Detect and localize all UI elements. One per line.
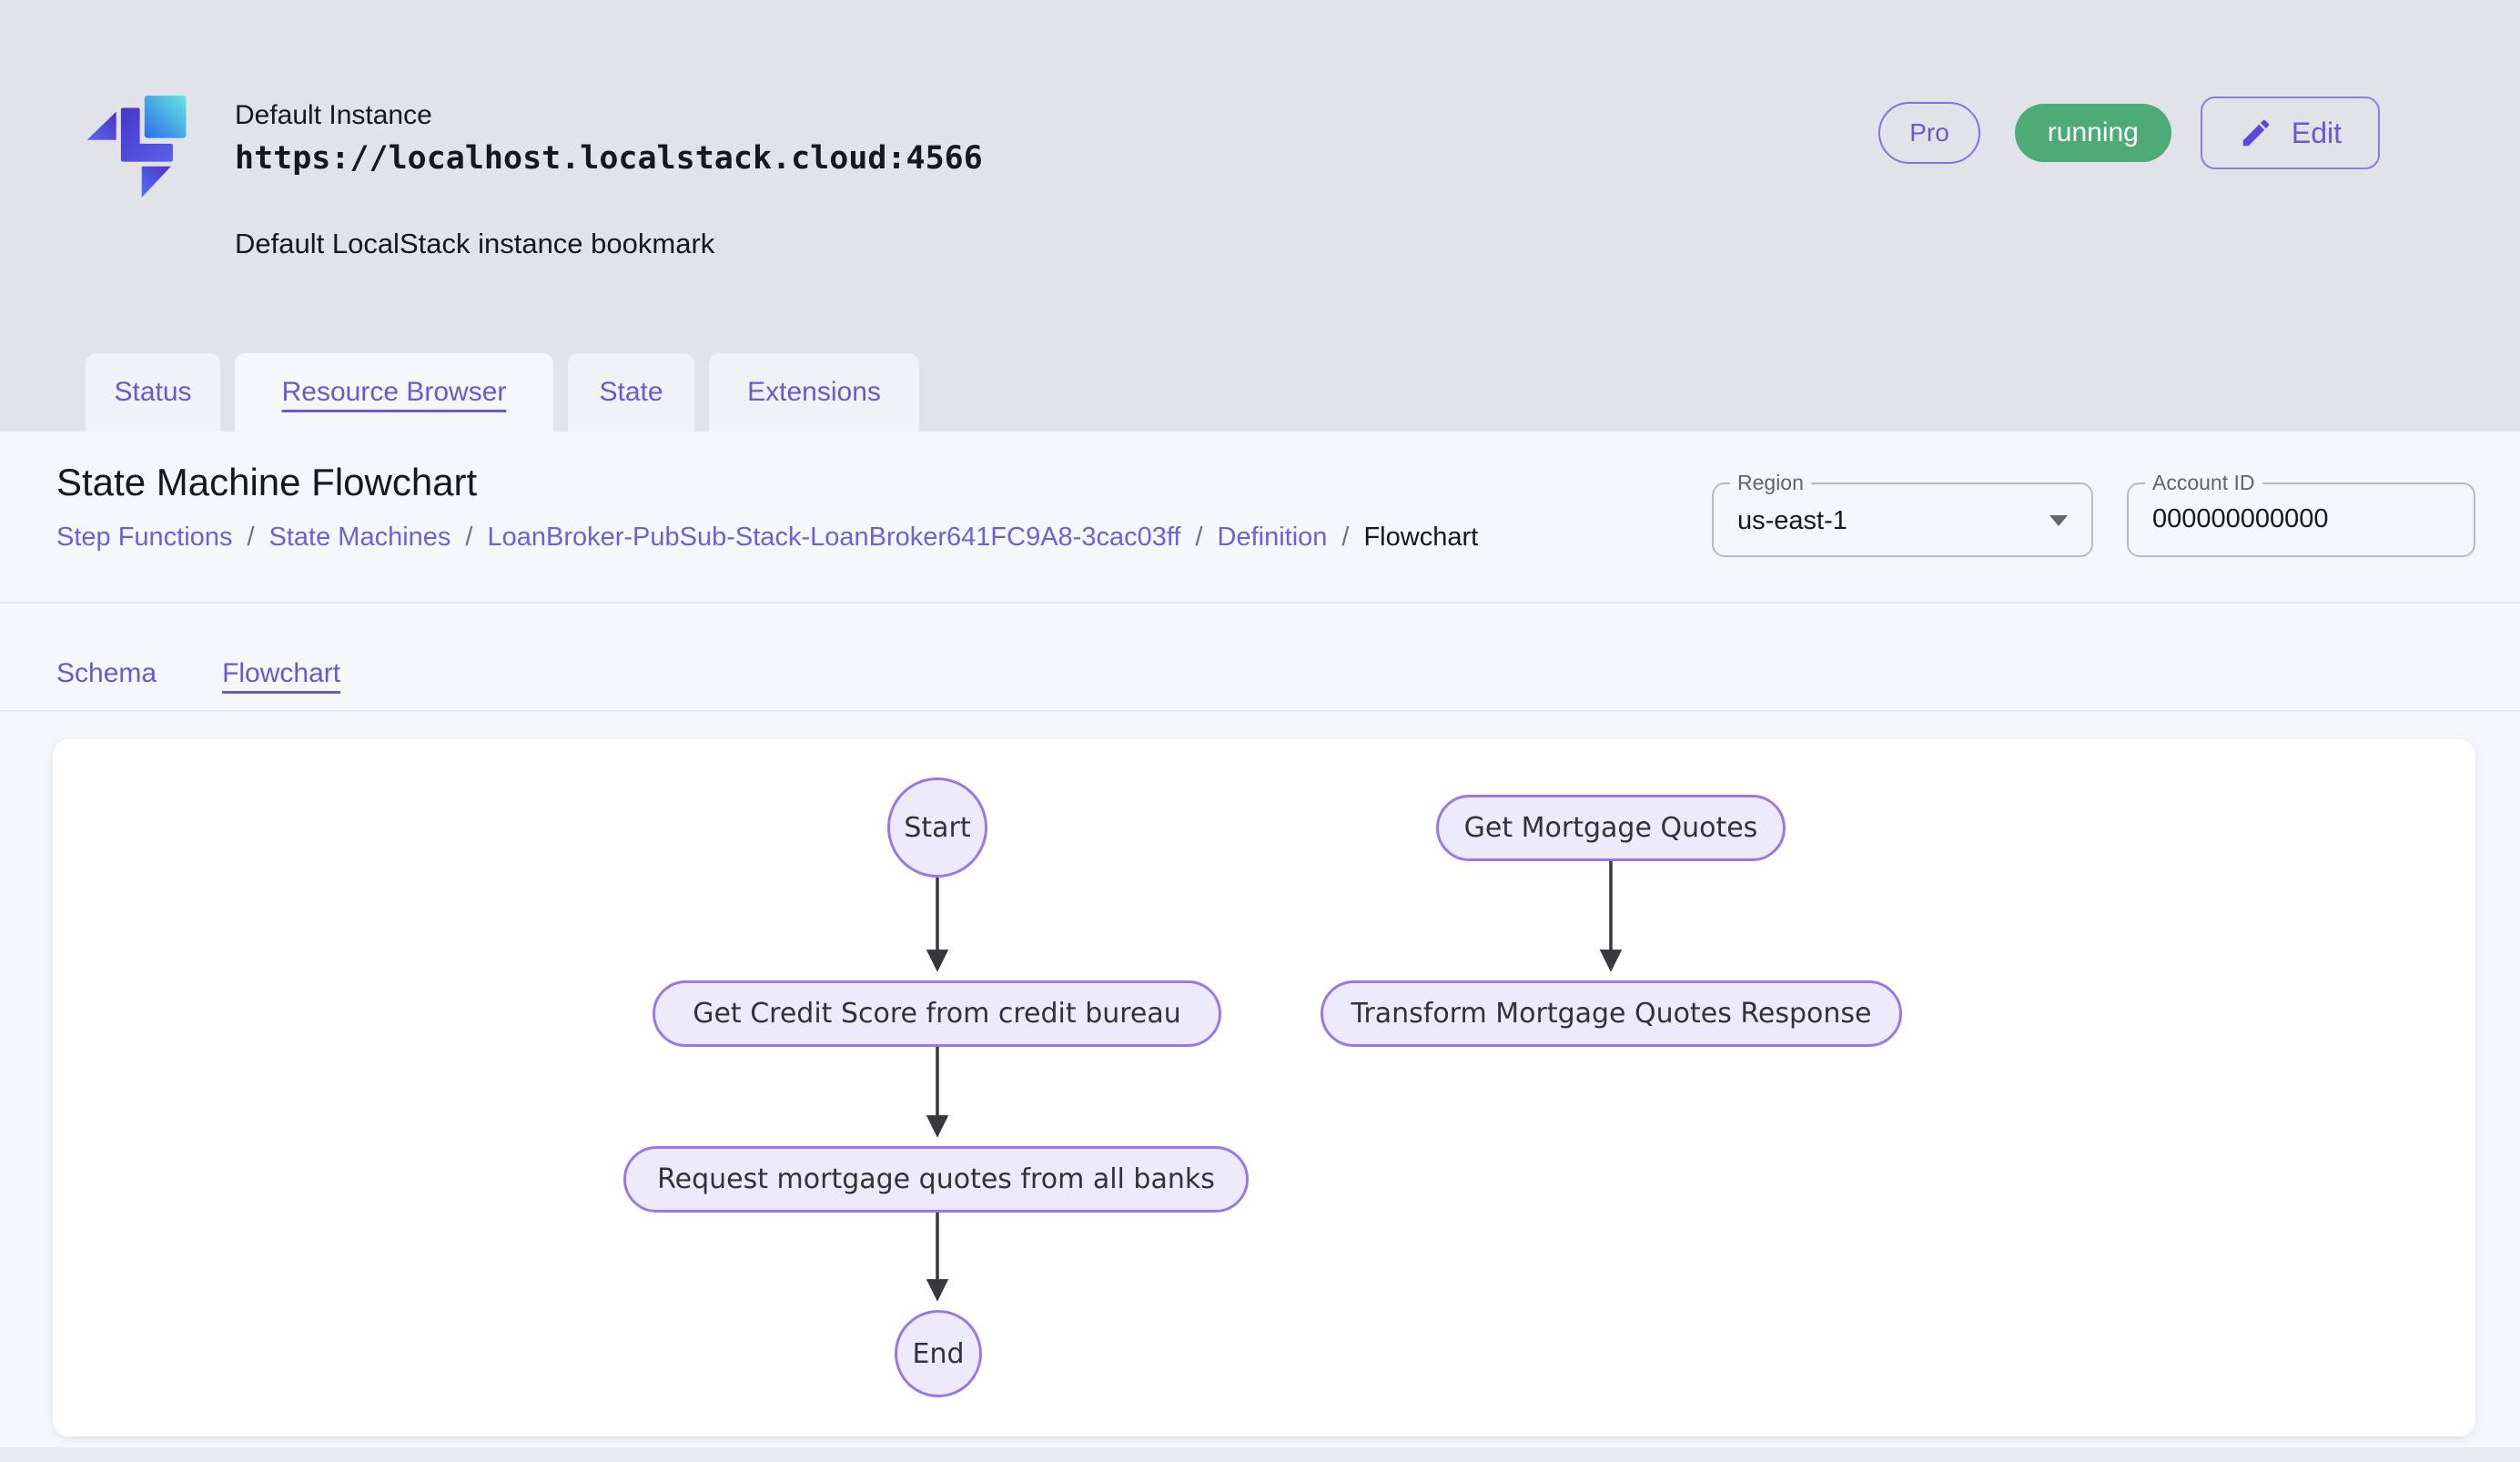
flow-node-start-label: Start [904, 811, 971, 844]
instance-description: Default LocalStack instance bookmark [235, 228, 715, 259]
tab-resource-browser[interactable]: Resource Browser [235, 353, 553, 431]
flowchart-card: Start Get Credit Score from credit burea… [53, 739, 2475, 1437]
flow-node-end[interactable]: End [895, 1310, 982, 1397]
tab-state-label: State [599, 377, 663, 407]
status-badge: running [2014, 104, 2171, 162]
subtab-schema[interactable]: Schema [56, 658, 157, 688]
account-id-label: Account ID [2145, 471, 2262, 495]
flow-node-transform-response-label: Transform Mortgage Quotes Response [1351, 998, 1872, 1030]
breadcrumb-state-machines[interactable]: State Machines [268, 523, 451, 552]
breadcrumb-separator: / [247, 523, 255, 552]
pencil-icon [2242, 119, 2270, 147]
definition-subtabs: Schema Flowchart [56, 626, 340, 721]
instance-url: https://localhost.localstack.cloud:4566 [235, 140, 983, 177]
breadcrumb-definition[interactable]: Definition [1217, 523, 1328, 552]
breadcrumb-step-functions[interactable]: Step Functions [56, 523, 233, 552]
breadcrumb-state-machine-name[interactable]: LoanBroker-PubSub-Stack-LoanBroker641FC9… [487, 523, 1181, 552]
flow-node-get-credit-score[interactable]: Get Credit Score from credit bureau [653, 980, 1221, 1047]
flow-node-transform-response[interactable]: Transform Mortgage Quotes Response [1321, 980, 1902, 1047]
instance-name: Default Instance [235, 100, 432, 130]
tab-state[interactable]: State [568, 353, 694, 431]
region-label: Region [1730, 471, 1811, 495]
page-title: State Machine Flowchart [56, 461, 478, 503]
tab-extensions[interactable]: Extensions [709, 353, 919, 431]
flow-node-get-credit-score-label: Get Credit Score from credit bureau [693, 998, 1181, 1030]
flowchart-edges [926, 861, 1623, 1302]
breadcrumb-flowchart: Flowchart [1363, 523, 1479, 552]
edit-button-label: Edit [2291, 116, 2342, 149]
flow-node-end-label: End [912, 1337, 965, 1370]
flow-node-get-mortgage-quotes-label: Get Mortgage Quotes [1463, 812, 1758, 844]
main-tabs: Status Resource Browser State Extensions [86, 353, 919, 431]
bottom-edge [0, 1447, 2520, 1462]
tab-status[interactable]: Status [86, 353, 220, 431]
edit-button[interactable]: Edit [2200, 96, 2380, 169]
resource-browser-panel: State Machine Flowchart Step Functions /… [0, 431, 2520, 1462]
breadcrumb-separator: / [465, 523, 473, 552]
flow-node-start[interactable]: Start [887, 777, 987, 878]
page-header: State Machine Flowchart Step Functions /… [0, 431, 2520, 604]
account-id-input[interactable] [2152, 504, 2453, 534]
pro-badge: Pro [1878, 102, 1980, 164]
flow-node-request-quotes[interactable]: Request mortgage quotes from all banks [623, 1146, 1249, 1213]
breadcrumb: Step Functions / State Machines / LoanBr… [56, 523, 1478, 553]
breadcrumb-separator: / [1195, 523, 1203, 552]
account-id-field: Account ID [2127, 471, 2475, 557]
flow-node-request-quotes-label: Request mortgage quotes from all banks [657, 1163, 1215, 1195]
region-value: us-east-1 [1737, 506, 1847, 535]
divider [0, 710, 2520, 712]
region-select[interactable]: Region us-east-1 [1712, 471, 2093, 557]
flow-node-get-mortgage-quotes[interactable]: Get Mortgage Quotes [1436, 795, 1786, 861]
breadcrumb-separator: / [1341, 523, 1350, 552]
tab-extensions-label: Extensions [747, 377, 881, 407]
localstack-logo-icon [86, 96, 187, 198]
tab-status-label: Status [114, 377, 192, 407]
header-badges: Pro running Edit [1878, 96, 2380, 169]
tab-resource-browser-label: Resource Browser [281, 377, 507, 407]
chevron-down-icon [2049, 515, 2068, 526]
subtab-flowchart[interactable]: Flowchart [222, 658, 341, 688]
